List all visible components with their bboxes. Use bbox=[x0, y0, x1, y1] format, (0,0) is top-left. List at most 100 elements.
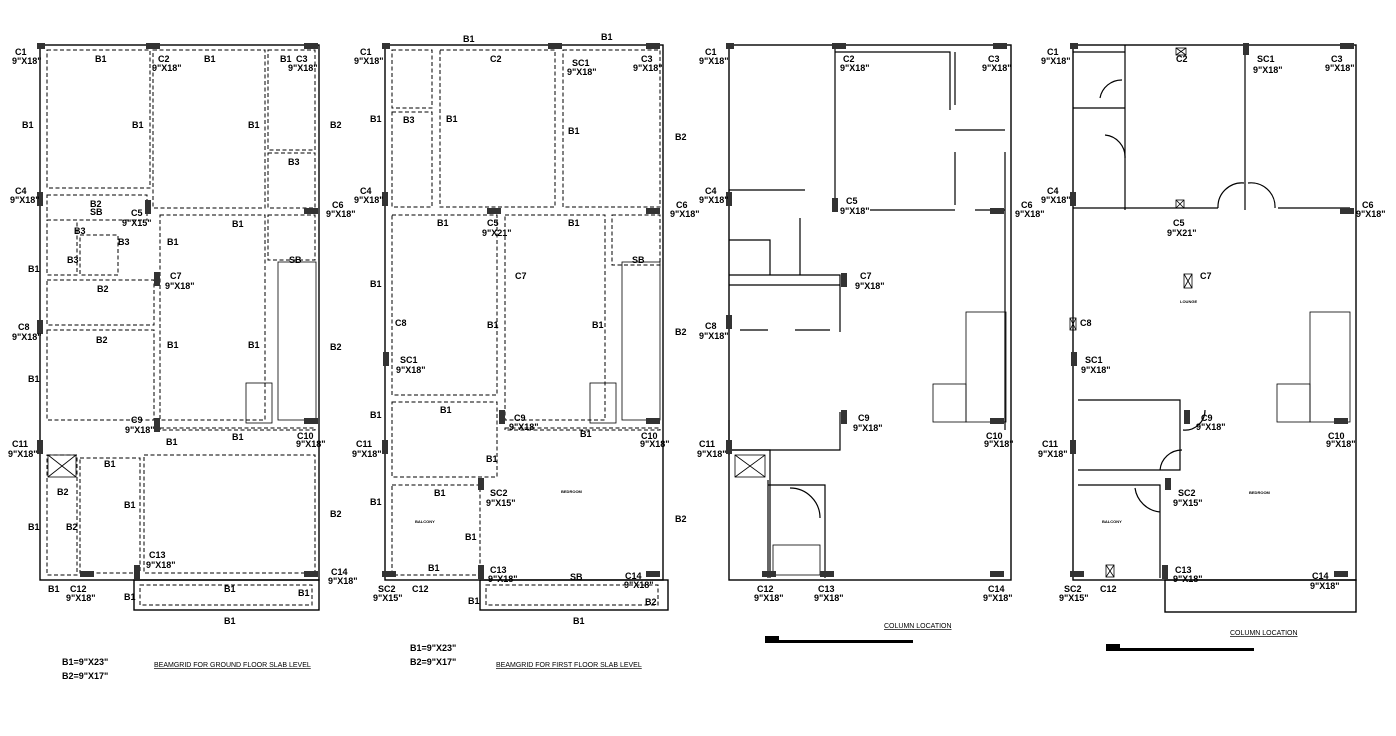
label-c10: C10 bbox=[641, 431, 658, 441]
label-c13: C13 bbox=[149, 550, 166, 560]
label-beam: B1 bbox=[370, 497, 382, 507]
label-beam: B2 bbox=[57, 487, 69, 497]
legend-b2: B2=9"X17" bbox=[410, 657, 456, 667]
label-c10-size: 9"X18" bbox=[984, 439, 1014, 449]
label-beam: B1 bbox=[465, 532, 477, 542]
label-c3: C3 bbox=[296, 54, 308, 64]
label-c6-size: 9"X18" bbox=[1356, 209, 1386, 219]
label-c4-size: 9"X18" bbox=[354, 195, 384, 205]
label-c13: C13 bbox=[1175, 565, 1192, 575]
label-beam: B2 bbox=[645, 597, 657, 607]
label-c4: C4 bbox=[705, 186, 717, 196]
label-c5: C5 bbox=[487, 218, 499, 228]
room-bedroom: BEDROOM bbox=[1249, 490, 1271, 495]
label-c1-size: 9"X18" bbox=[1041, 56, 1071, 66]
label-beam: B1 bbox=[487, 320, 499, 330]
label-c9: C9 bbox=[514, 413, 526, 423]
label-c5-size: 9"X15" bbox=[122, 218, 152, 228]
label-beam: B1 bbox=[280, 54, 292, 64]
label-c12: C12 bbox=[1100, 584, 1117, 594]
label-beam: B1 bbox=[166, 437, 178, 447]
label-beam: B1 bbox=[573, 616, 585, 626]
label-c9-size: 9"X18" bbox=[853, 423, 883, 433]
label-beam: B2 bbox=[97, 284, 109, 294]
label-c3-size: 9"X18" bbox=[633, 63, 663, 73]
sheet-title: COLUMN LOCATION bbox=[884, 623, 952, 630]
label-beam: B1 bbox=[428, 563, 440, 573]
label-beam: B2 bbox=[90, 199, 102, 209]
label-c11: C11 bbox=[356, 439, 372, 449]
ground-floor-beam-grid: C1 9"X18" C2 9"X18" C3 9"X18" C4 9"X18" … bbox=[8, 43, 358, 681]
scale-bar bbox=[765, 640, 913, 643]
label-sc1b: SC1 bbox=[400, 355, 418, 365]
sheet-title: COLUMN LOCATION bbox=[1230, 630, 1298, 637]
label-sc1-size: 9"X18" bbox=[1253, 65, 1283, 75]
label-c6: C6 bbox=[1362, 200, 1374, 210]
legend-b2: B2=9"X17" bbox=[62, 671, 108, 681]
label-c7: C7 bbox=[170, 271, 182, 281]
label-c8: C8 bbox=[18, 322, 30, 332]
room-balcony: BALCONY bbox=[415, 519, 435, 524]
label-beam: B3 bbox=[403, 115, 415, 125]
label-c9: C9 bbox=[1201, 413, 1213, 423]
label-c14-size: 9"X18" bbox=[328, 576, 358, 586]
label-c7-size: 9"X18" bbox=[165, 281, 195, 291]
label-c10-size: 9"X18" bbox=[1326, 439, 1356, 449]
label-beam: B1 bbox=[601, 32, 613, 42]
label-c11: C11 bbox=[12, 439, 28, 449]
label-beam: B1 bbox=[248, 120, 260, 130]
label-sc2b: SC2 bbox=[1064, 584, 1082, 594]
label-beam: B1 bbox=[592, 320, 604, 330]
label-c2: C2 bbox=[843, 54, 855, 64]
scale-bar bbox=[1106, 648, 1254, 651]
label-beam: B1 bbox=[22, 120, 34, 130]
label-c13-size: 9"X18" bbox=[814, 593, 844, 603]
label-beam: B1 bbox=[298, 588, 310, 598]
label-beam: B2 bbox=[675, 132, 687, 142]
label-beam: B1 bbox=[463, 34, 475, 44]
label-beam: B1 bbox=[370, 279, 382, 289]
label-c7: C7 bbox=[1200, 271, 1212, 281]
label-beam: B1 bbox=[28, 264, 40, 274]
label-beam: B1 bbox=[132, 120, 144, 130]
legend-b1: B1=9"X23" bbox=[62, 657, 108, 667]
label-beam: B1 bbox=[468, 596, 480, 606]
label-c13-size: 9"X18" bbox=[488, 574, 518, 584]
sheet-title: BEAMGRID FOR FIRST FLOOR SLAB LEVEL bbox=[496, 662, 642, 669]
label-c3-size: 9"X18" bbox=[982, 63, 1012, 73]
label-beam: SB bbox=[289, 255, 302, 265]
label-c5: C5 bbox=[131, 208, 143, 218]
label-sc1b: SC1 bbox=[1085, 355, 1103, 365]
label-sc2b: SC2 bbox=[378, 584, 396, 594]
legend-b1: B1=9"X23" bbox=[410, 643, 456, 653]
label-c4-size: 9"X18" bbox=[10, 195, 40, 205]
label-beam: B2 bbox=[66, 522, 78, 532]
label-beam: B1 bbox=[167, 237, 179, 247]
label-c14: C14 bbox=[331, 567, 348, 577]
label-beam: B1 bbox=[486, 454, 498, 464]
label-c10-size: 9"X18" bbox=[296, 439, 326, 449]
label-c13: C13 bbox=[818, 584, 835, 594]
label-beam: B3 bbox=[74, 226, 86, 236]
label-sc2b-size: 9"X15" bbox=[1059, 593, 1089, 603]
label-c12-size: 9"X18" bbox=[754, 593, 784, 603]
label-c4: C4 bbox=[15, 186, 27, 196]
label-beam: B1 bbox=[224, 584, 236, 594]
label-c2: C2 bbox=[1176, 54, 1188, 64]
label-c14: C14 bbox=[1312, 571, 1329, 581]
label-c5-size: 9"X21" bbox=[1167, 228, 1197, 238]
label-beam: B1 bbox=[104, 459, 116, 469]
label-c4-size: 9"X18" bbox=[1041, 195, 1071, 205]
label-c9-size: 9"X18" bbox=[509, 422, 539, 432]
label-c13-size: 9"X18" bbox=[146, 560, 176, 570]
label-c10-size: 9"X18" bbox=[640, 439, 670, 449]
room-bedroom: BEDROOM bbox=[561, 489, 583, 494]
label-c8: C8 bbox=[1080, 318, 1092, 328]
label-c13-size: 9"X18" bbox=[1173, 574, 1203, 584]
label-sc1b-size: 9"X18" bbox=[1081, 365, 1111, 375]
label-beam: B1 bbox=[124, 592, 136, 602]
label-c5-size: 9"X18" bbox=[840, 206, 870, 216]
label-c11-size: 9"X18" bbox=[352, 449, 382, 459]
label-beam: B2 bbox=[330, 342, 342, 352]
label-beam: B1 bbox=[446, 114, 458, 124]
